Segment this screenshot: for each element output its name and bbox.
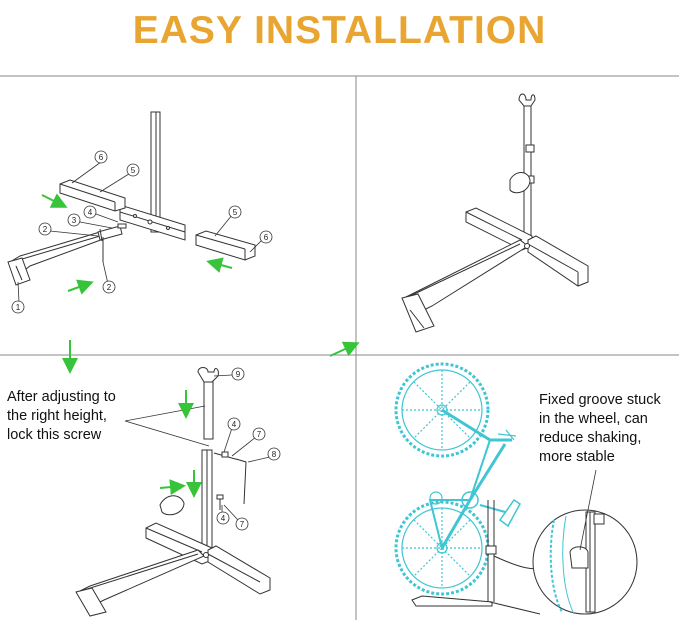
step3-callout-numbers: 9 4 7 8 4 7 — [221, 370, 277, 529]
callout-number: 7 — [257, 430, 262, 439]
callout-number: 2 — [43, 225, 48, 234]
step4-stand — [411, 500, 549, 615]
callout-number: 9 — [236, 370, 241, 379]
arrow-icon — [41, 193, 68, 208]
arrow-icon — [206, 257, 233, 273]
step2-assembled-stand — [401, 93, 589, 333]
callout-number: 8 — [272, 450, 277, 459]
note-line: in the wheel, can — [539, 411, 648, 427]
step3-leader-lines — [124, 374, 271, 521]
callout-number: 1 — [16, 303, 21, 312]
callout-number: 6 — [264, 233, 269, 242]
callout-number: 4 — [232, 420, 237, 429]
note-line: reduce shaking, — [539, 430, 642, 446]
step4-detail-zoom — [532, 469, 638, 615]
step1-leader-lines — [17, 161, 265, 303]
callout-number: 5 — [233, 208, 238, 217]
callout-number: 4 — [88, 208, 93, 217]
callout-number: 5 — [131, 166, 136, 175]
callout-number: 7 — [240, 520, 245, 529]
arrow-icon — [329, 341, 360, 357]
step3-note: After adjusting to the right height, loc… — [7, 388, 116, 445]
callout-number: 4 — [221, 514, 226, 523]
page-title: EASY INSTALLATION — [132, 9, 547, 52]
note-line: more stable — [539, 449, 615, 465]
note-line: the right height, — [7, 408, 107, 424]
note-line: Fixed groove stuck — [539, 392, 661, 408]
step1-exploded-parts — [7, 111, 256, 286]
callout-number: 2 — [107, 283, 112, 292]
arrow-icon — [159, 479, 186, 496]
callout-number: 3 — [72, 216, 77, 225]
callout-number: 6 — [99, 153, 104, 162]
note-line: lock this screw — [7, 427, 102, 443]
step3-callout-circles — [216, 367, 281, 531]
step1-callout-numbers: 6 5 4 3 2 2 1 5 6 — [16, 153, 269, 312]
note-line: After adjusting to — [7, 389, 116, 405]
step1-callout-circles — [11, 150, 273, 314]
direction-arrows — [41, 193, 360, 498]
arrow-icon — [67, 279, 94, 295]
step4-note: Fixed groove stuck in the wheel, can red… — [539, 391, 661, 467]
step3-post-assembly — [75, 367, 271, 617]
